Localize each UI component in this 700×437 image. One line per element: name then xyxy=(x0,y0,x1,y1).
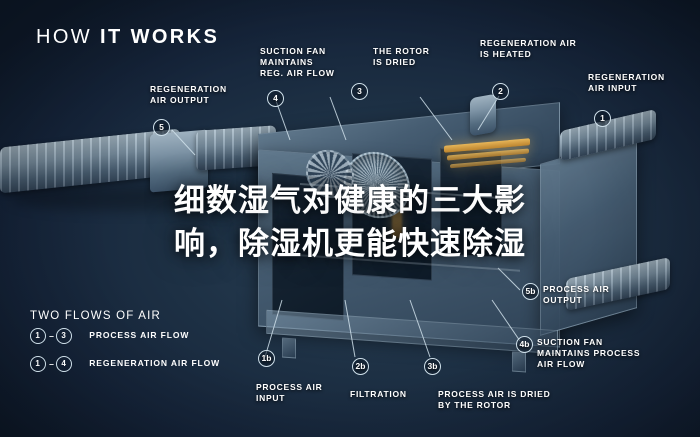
callout-label-process-air-dried: PROCESS AIR IS DRIED BY THE ROTOR xyxy=(438,389,551,410)
callout-number-4-bottom[interactable]: 4b xyxy=(516,336,533,353)
callout-number-1-bottom[interactable]: 1b xyxy=(258,350,275,367)
callout-label-rotor-dried: THE ROTOR IS DRIED xyxy=(373,46,430,67)
legend-chip-4: 4 xyxy=(56,356,72,372)
page-title: HOW IT WORKS xyxy=(36,26,219,49)
callout-label-suction-fan-reg: SUCTION FAN MAINTAINS REG. AIR FLOW xyxy=(260,46,335,78)
overlay-headline: 细数湿气对健康的三大影 响，除湿机更能快速除湿 xyxy=(0,180,700,266)
heat-glow xyxy=(392,196,402,238)
overlay-headline-line1: 细数湿气对健康的三大影 xyxy=(174,183,526,219)
legend-title: TWO FLOWS OF AIR xyxy=(30,310,162,322)
callout-label-process-air-output: PROCESS AIR OUTPUT xyxy=(543,284,610,305)
callout-number-2-bottom[interactable]: 2b xyxy=(352,358,369,375)
callout-number-3-bottom[interactable]: 3b xyxy=(424,358,441,375)
callout-label-regeneration-air-input: REGENERATION AIR INPUT xyxy=(588,72,665,93)
legend-chip-1b: 1 xyxy=(30,356,46,372)
legend-row-process-air: 1–3 PROCESS AIR FLOW xyxy=(30,328,189,344)
callout-number-5-right[interactable]: 5b xyxy=(522,283,539,300)
callout-label-process-air-input: PROCESS AIR INPUT xyxy=(256,382,323,403)
callout-number-4-top[interactable]: 4 xyxy=(267,90,284,107)
callout-number-5-left[interactable]: 5 xyxy=(153,119,170,136)
callout-label-regeneration-air-heated: REGENERATION AIR IS HEATED xyxy=(480,38,577,59)
legend-chip-1a: 1 xyxy=(30,328,46,344)
callout-label-filtration: FILTRATION xyxy=(350,389,407,399)
legend-label-regeneration-air-flow: REGENERATION AIR FLOW xyxy=(89,358,221,369)
duct-shadow xyxy=(10,185,240,211)
overlay-headline-line2: 响，除湿机更能快速除湿 xyxy=(174,226,526,262)
legend-dash-b: – xyxy=(49,359,55,369)
callout-number-3-top[interactable]: 3 xyxy=(351,83,368,100)
page-title-bold: IT WORKS xyxy=(100,26,220,48)
legend-chip-3: 3 xyxy=(56,328,72,344)
callout-number-1-top[interactable]: 1 xyxy=(594,110,611,127)
legend-label-process-air-flow: PROCESS AIR FLOW xyxy=(89,330,190,341)
callout-label-regeneration-air-output: REGENERATION AIR OUTPUT xyxy=(150,84,227,105)
callout-number-2-top[interactable]: 2 xyxy=(492,83,509,100)
legend-dash-a: – xyxy=(49,331,55,341)
page-title-plain: HOW xyxy=(36,26,101,48)
callout-label-suction-fan-process: SUCTION FAN MAINTAINS PROCESS AIR FLOW xyxy=(537,337,641,369)
legend-row-regeneration-air: 1–4 REGENERATION AIR FLOW xyxy=(30,356,220,372)
